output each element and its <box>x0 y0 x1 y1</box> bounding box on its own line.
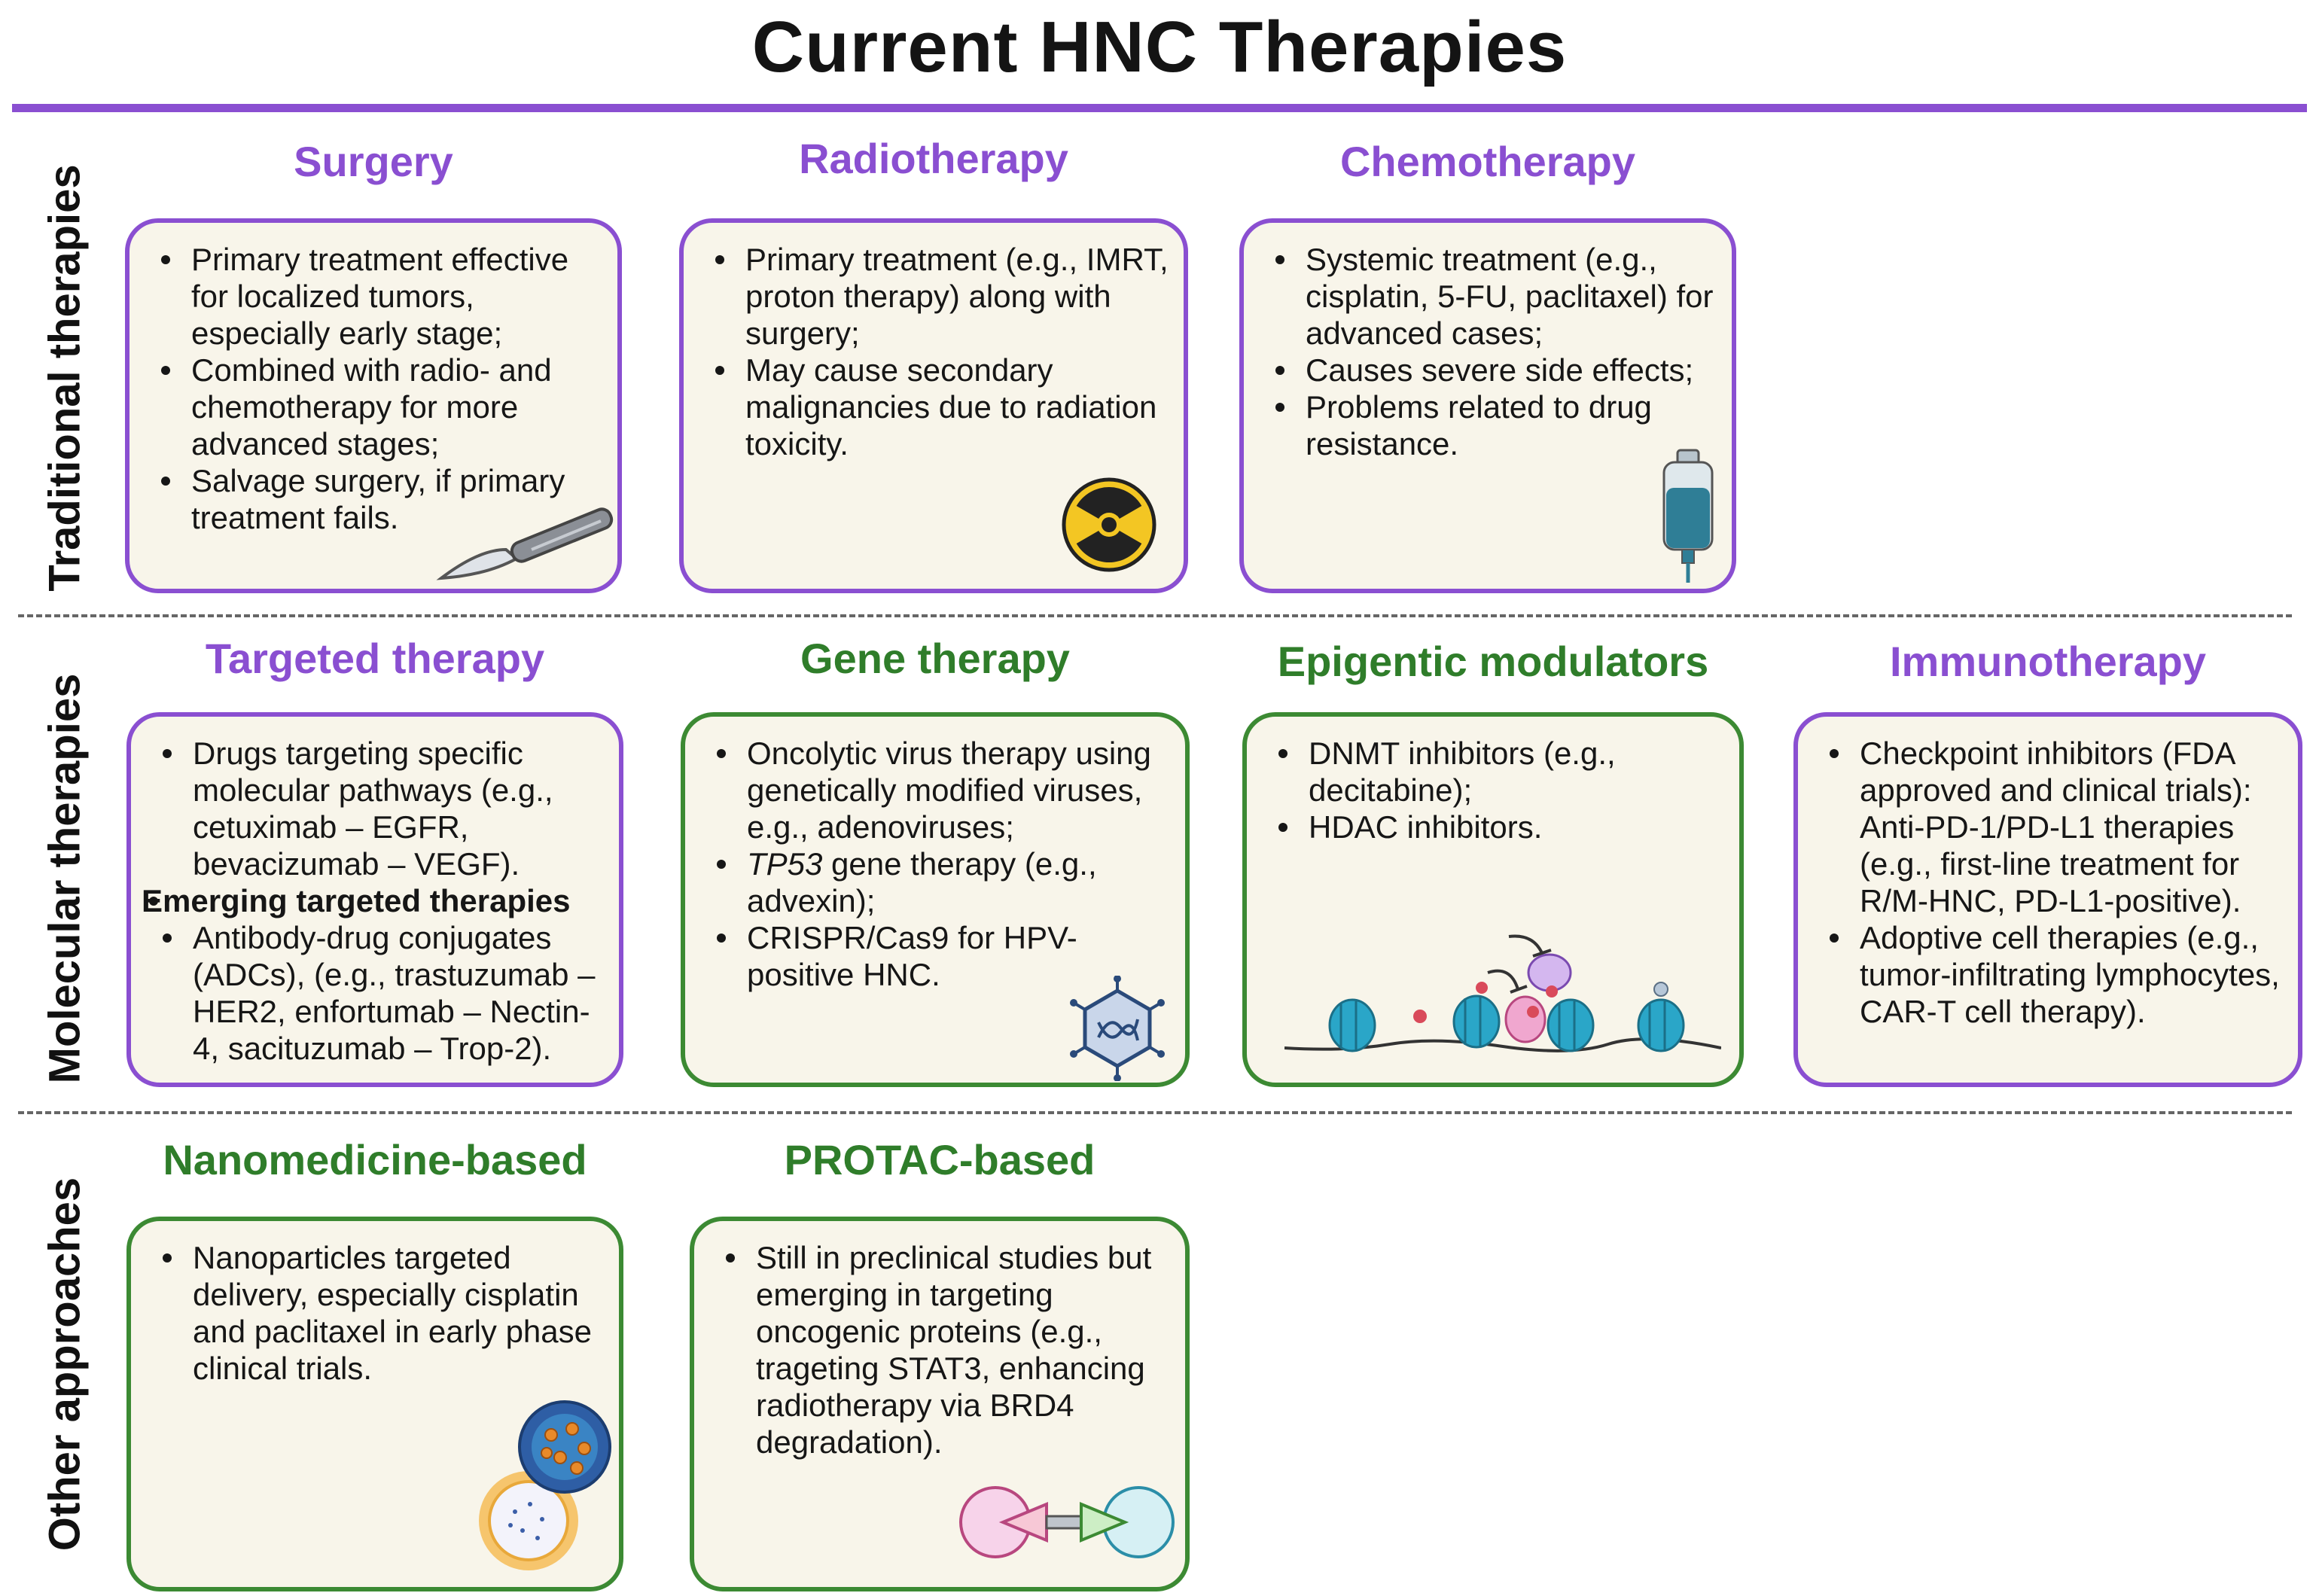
card-radiotherapy: Primary treatment (e.g., IMRT, proton th… <box>679 218 1188 593</box>
list-item: Antibody-drug conjugates (ADCs), (e.g., … <box>155 919 610 1067</box>
card-targeted-therapy: Drugs targeting specific molecular pathw… <box>126 712 623 1087</box>
bullet-list: Nanoparticles targeted delivery, especia… <box>155 1239 610 1387</box>
iv-bag-icon <box>1662 449 1714 583</box>
card-nanomedicine: Nanoparticles targeted delivery, especia… <box>126 1217 623 1591</box>
bullet-list: Primary treatment effective for localize… <box>154 241 608 536</box>
list-item: Systemic treatment (e.g., cisplatin, 5-F… <box>1268 241 1723 352</box>
list-item: Still in preclinical studies but emergin… <box>718 1239 1176 1460</box>
section-divider <box>18 614 2292 617</box>
bullet-list: Systemic treatment (e.g., cisplatin, 5-F… <box>1268 241 1723 462</box>
card-gene-therapy: Oncolytic virus therapy using geneticall… <box>681 712 1190 1087</box>
protac-icon <box>959 1486 1175 1558</box>
radiation-icon <box>1062 477 1156 572</box>
heading-targeted-therapy: Targeted therapy <box>205 635 545 682</box>
gene-name: TP53 <box>747 846 823 882</box>
heading-protac: PROTAC-based <box>784 1136 1096 1183</box>
list-item: Primary treatment effective for localize… <box>154 241 608 352</box>
card-surgery: Primary treatment effective for localize… <box>125 218 622 593</box>
list-item: Primary treatment (e.g., IMRT, proton th… <box>708 241 1175 352</box>
title-underline <box>12 104 2307 112</box>
card-epigenetic-modulators: DNMT inhibitors (e.g., decitabine); HDAC… <box>1242 712 1744 1087</box>
heading-radiotherapy: Radiotherapy <box>799 135 1068 182</box>
list-item: CRISPR/Cas9 for HPV-positive HNC. <box>709 919 1176 993</box>
card-protac: Still in preclinical studies but emergin… <box>690 1217 1190 1591</box>
bullet-list: Checkpoint inhibitors (FDA approved and … <box>1822 735 2289 1030</box>
list-item: Problems related to drug resistance. <box>1268 388 1723 462</box>
bullet-list: Oncolytic virus therapy using geneticall… <box>709 735 1176 993</box>
bullet-list: Still in preclinical studies but emergin… <box>718 1239 1176 1460</box>
heading-surgery: Surgery <box>294 138 453 185</box>
list-item: Combined with radio- and chemotherapy fo… <box>154 352 608 462</box>
list-item: Adoptive cell therapies (e.g., tumor-inf… <box>1822 919 2289 1030</box>
list-item-text: gene therapy (e.g., advexin); <box>747 846 1097 918</box>
heading-epigenetic-modulators: Epigentic modulators <box>1277 638 1709 685</box>
heading-nanomedicine: Nanomedicine-based <box>163 1136 587 1183</box>
heading-immunotherapy: Immunotherapy <box>1889 638 2207 685</box>
section-divider <box>18 1111 2292 1114</box>
bullet-list: Primary treatment (e.g., IMRT, proton th… <box>708 241 1175 462</box>
list-item: Causes severe side effects; <box>1268 352 1723 388</box>
list-item: Drugs targeting specific molecular pathw… <box>155 735 610 882</box>
bullet-list: DNMT inhibitors (e.g., decitabine); HDAC… <box>1271 735 1730 845</box>
scalpel-icon <box>436 507 614 580</box>
section-label-molecular: Molecular therapies <box>40 673 90 1084</box>
list-item: Checkpoint inhibitors (FDA approved and … <box>1822 735 2289 919</box>
list-item: Nanoparticles targeted delivery, especia… <box>155 1239 610 1387</box>
list-item: DNMT inhibitors (e.g., decitabine); <box>1271 735 1730 809</box>
nanoparticle-icon <box>479 1400 611 1570</box>
bullet-list: Drugs targeting specific molecular pathw… <box>142 735 610 1067</box>
card-chemotherapy: Systemic treatment (e.g., cisplatin, 5-F… <box>1239 218 1736 593</box>
subheading-emerging: Emerging targeted therapies <box>142 882 610 919</box>
list-item: HDAC inhibitors. <box>1271 809 1730 845</box>
heading-gene-therapy: Gene therapy <box>800 635 1070 682</box>
list-item: May cause secondary malignancies due to … <box>708 352 1175 462</box>
virus-icon <box>1070 976 1165 1081</box>
section-label-traditional: Traditional therapies <box>40 164 90 592</box>
section-label-other: Other approaches <box>40 1177 90 1552</box>
heading-chemotherapy: Chemotherapy <box>1339 138 1636 185</box>
card-immunotherapy: Checkpoint inhibitors (FDA approved and … <box>1793 712 2302 1087</box>
nucleosome-icon <box>1284 934 1721 1052</box>
list-item: TP53 gene therapy (e.g., advexin); <box>709 845 1176 919</box>
list-item: Oncolytic virus therapy using geneticall… <box>709 735 1176 845</box>
page-title: Current HNC Therapies <box>751 7 1568 87</box>
list-item: Salvage surgery, if primary treatment fa… <box>154 462 608 536</box>
